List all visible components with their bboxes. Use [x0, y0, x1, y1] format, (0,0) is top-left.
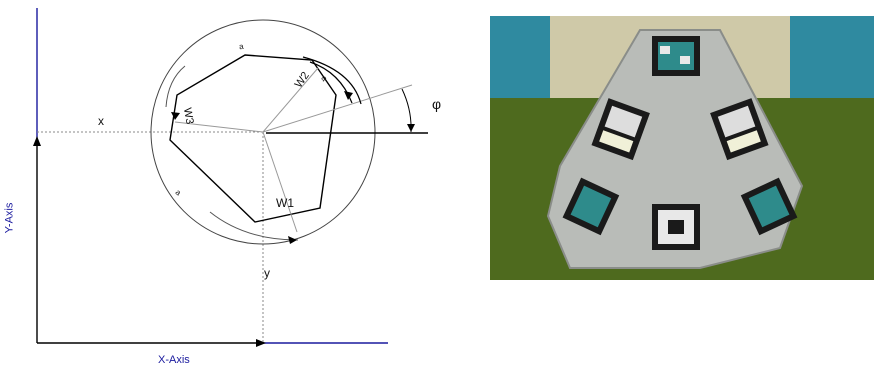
w2-arrowhead [344, 91, 353, 100]
x-axis-arrowhead [256, 339, 266, 347]
robot-outer-circle [150, 19, 376, 245]
x-axis-label: X-Axis [158, 354, 190, 366]
x-label: x [98, 114, 104, 128]
spoke-to-w1 [262, 131, 298, 233]
photo-wall-panel-right [790, 16, 874, 106]
marker-bottom-right [740, 177, 798, 236]
reference-line [262, 84, 413, 133]
y-label: y [264, 266, 270, 280]
spoke-to-w2 [262, 67, 319, 133]
robot-geometry-diagram [33, 8, 428, 347]
robot-photo [490, 16, 874, 280]
w3-arrowhead [171, 112, 180, 120]
w1-arrowhead [288, 236, 297, 244]
y-axis-arrowhead [33, 136, 41, 146]
robot-body-outline [169, 54, 337, 223]
marker-bottom-left [562, 177, 620, 236]
marker-bottom-center [652, 204, 700, 250]
arc-w2-outer [302, 56, 362, 105]
marker-right [710, 98, 769, 161]
phi-label: φ [432, 96, 442, 112]
spoke-to-w3 [174, 121, 264, 133]
wheel-label-w1: W1 [276, 196, 294, 210]
arc-w1 [209, 211, 299, 241]
phi-arrowhead [407, 124, 415, 132]
photo-wall-panel-left [490, 16, 550, 106]
marker-top [652, 36, 700, 76]
wheel-label-w3: W3 [180, 106, 196, 126]
arc-w2 [309, 61, 353, 104]
y-axis-label: Y-Axis [3, 202, 16, 234]
marker-left [591, 98, 650, 161]
arc-w3 [165, 65, 186, 108]
